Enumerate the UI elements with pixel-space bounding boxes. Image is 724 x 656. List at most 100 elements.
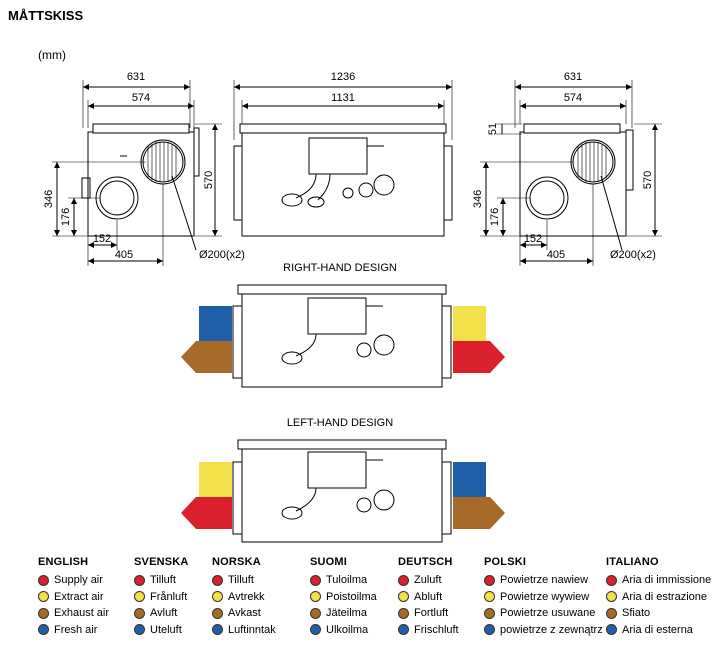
exhaust-dot-icon: [310, 607, 321, 619]
legend-english: ENGLISH Supply air Extract air Exhaust a…: [38, 556, 109, 638]
lhd-exhaust-arrow: [453, 497, 505, 529]
dim-w2-left: 405: [115, 249, 133, 261]
dim-w2-right: 405: [547, 249, 565, 261]
legend-suomi: SUOMI Tuloilma Poistoilma Jäteilma Ulkoi…: [310, 556, 377, 638]
left-hand-design-unit: [232, 439, 452, 543]
supply-dot-icon: [212, 574, 223, 586]
dim-h2-left: 176: [60, 208, 72, 226]
legend-item: powietrze z zewnątrz: [500, 623, 603, 636]
legend-item: Luftinntak: [228, 623, 276, 636]
right-hand-design-title: RIGHT-HAND DESIGN: [283, 262, 397, 274]
dim-w1-left: 152: [93, 233, 111, 245]
units-label: (mm): [38, 48, 66, 62]
legend-item: Powietrze usuwane: [500, 607, 596, 620]
extract-dot-icon: [38, 591, 49, 603]
dim-height-right: 570: [642, 171, 654, 189]
rhd-exhaust-arrow: [181, 341, 232, 373]
lhd-fresh-block: [453, 462, 486, 497]
legend-item: Frischluft: [414, 623, 459, 636]
legend-item: Tilluft: [228, 574, 254, 587]
legend-item: Tuloilma: [326, 574, 368, 587]
legend-item: Powietrze nawiew: [500, 574, 589, 587]
side-view-right: [480, 80, 662, 266]
legend-item: Ulkoilma: [326, 623, 369, 636]
fresh-dot-icon: [398, 624, 409, 636]
exhaust-dot-icon: [134, 607, 145, 619]
rhd-extract-block: [453, 306, 486, 341]
legend-item: Jäteilma: [326, 607, 367, 620]
legend-item: Avluft: [150, 607, 178, 620]
legend-lang: SUOMI: [310, 556, 348, 568]
legend-item: Supply air: [54, 574, 103, 587]
extract-dot-icon: [398, 591, 409, 603]
dim-duct-left: Ø200(x2): [199, 249, 245, 261]
right-hand-design-unit: [232, 284, 452, 388]
legend-lang: ENGLISH: [38, 556, 89, 568]
legend-item: Avkast: [228, 607, 261, 620]
supply-dot-icon: [310, 574, 321, 586]
exhaust-dot-icon: [38, 607, 49, 619]
fresh-dot-icon: [606, 624, 617, 636]
legend-item: Sfiato: [622, 607, 651, 620]
legend-item: Aria di immissione: [622, 574, 712, 587]
legend-item: Uteluft: [150, 623, 182, 636]
dim-h1-right: 346: [472, 190, 484, 208]
legend-lang: ITALIANO: [606, 556, 659, 568]
dim-height-left: 570: [203, 171, 215, 189]
duct-grille-left-top: [147, 142, 177, 182]
legend-item: Aria di esterna: [622, 623, 693, 636]
legend-item: Aria di estrazione: [622, 590, 707, 603]
fresh-dot-icon: [134, 624, 145, 636]
extract-dot-icon: [606, 591, 617, 603]
fresh-dot-icon: [310, 624, 321, 636]
extract-dot-icon: [134, 591, 145, 603]
dim-top-right: 51: [487, 123, 499, 135]
page-title: MÅTTSKISS: [8, 8, 84, 23]
exhaust-dot-icon: [212, 607, 223, 619]
supply-dot-icon: [398, 574, 409, 586]
legend-lang: SVENSKA: [134, 556, 189, 568]
legend-item: Extract air: [54, 590, 104, 603]
dim-h1-left: 346: [43, 190, 55, 208]
supply-dot-icon: [134, 574, 145, 586]
legend-italiano: ITALIANO Aria di immissione Aria di estr…: [606, 556, 711, 638]
dim-width-outer-right: 631: [564, 71, 582, 83]
front-view: [233, 80, 453, 237]
legend-item: Exhaust air: [54, 607, 110, 620]
dim-width-outer-left: 631: [127, 71, 145, 83]
dim-width-outer-front: 1236: [331, 71, 355, 83]
dim-width-inner-front: 1131: [331, 92, 355, 104]
legend-lang: NORSKA: [212, 556, 261, 568]
fresh-dot-icon: [212, 624, 223, 636]
extract-dot-icon: [484, 591, 495, 603]
exhaust-dot-icon: [398, 607, 409, 619]
legend-item: Fresh air: [54, 623, 98, 636]
legend-svenska: SVENSKA Tilluft Frånluft Avluft Uteluft: [134, 556, 189, 638]
rhd-fresh-block: [199, 306, 232, 341]
legend-item: Frånluft: [150, 590, 188, 603]
legend-item: Avtrekk: [228, 590, 265, 603]
fresh-dot-icon: [38, 624, 49, 636]
legend-deutsch: DEUTSCH Zuluft Abluft Fortluft Frischluf…: [398, 556, 459, 638]
extract-dot-icon: [212, 591, 223, 603]
lhd-supply-arrow: [181, 497, 232, 529]
legend-item: Powietrze wywiew: [500, 590, 590, 603]
extract-dot-icon: [310, 591, 321, 603]
exhaust-dot-icon: [606, 607, 617, 619]
legend-item: Tilluft: [150, 574, 176, 587]
supply-dot-icon: [484, 574, 495, 586]
dim-duct-right: Ø200(x2): [610, 249, 656, 261]
dim-w1-right: 152: [524, 233, 542, 245]
dim-width-inner-right: 574: [564, 92, 582, 104]
legend-item: Poistoilma: [326, 590, 377, 603]
legend-norska: NORSKA Tilluft Avtrekk Avkast Luftinntak: [212, 556, 276, 638]
legend-item: Fortluft: [414, 607, 449, 620]
legend-polski: POLSKI Powietrze nawiew Powietrze wywiew…: [484, 556, 603, 638]
exhaust-dot-icon: [484, 607, 495, 619]
fresh-dot-icon: [484, 624, 495, 636]
supply-dot-icon: [606, 574, 617, 586]
rhd-supply-arrow: [453, 341, 505, 373]
legend-lang: DEUTSCH: [398, 556, 453, 568]
dim-width-inner-left: 574: [132, 92, 150, 104]
